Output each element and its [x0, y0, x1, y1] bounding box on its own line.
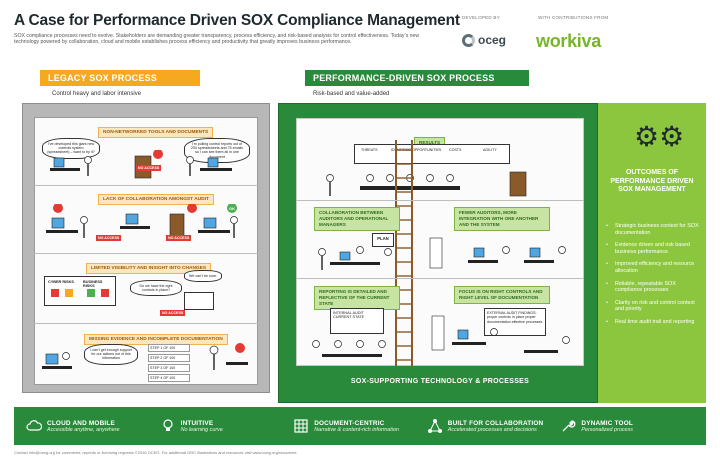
- lightbulb-icon: [162, 419, 173, 431]
- outcome-item: •Real time audit trail and reporting: [606, 318, 695, 325]
- speech-bubble: Do we have the right controls in place?: [130, 280, 182, 297]
- collab-illustration: [318, 246, 392, 270]
- document-icon: [294, 419, 308, 433]
- page-title: A Case for Performance Driven SOX Compli…: [14, 12, 460, 29]
- legacy-heading: LEGACY SOX PROCESS: [40, 70, 200, 86]
- ok-badge: OK: [229, 206, 235, 211]
- no-access-tag: NO ACCESS: [166, 235, 192, 241]
- network-icon: [427, 419, 442, 433]
- bullet-icon: •: [606, 299, 608, 306]
- contributions-label: WITH CONTRIBUTIONS FROM: [538, 15, 609, 20]
- floor-divider: [34, 185, 258, 186]
- steps-list: STEP 1 OF 100 STEP 2 OF 100 STEP 3 OF 10…: [148, 344, 190, 382]
- step-item: STEP 4 OF 100: [148, 374, 190, 382]
- perf-label-reporting: REPORTING IS DETAILED AND REFLECTIVE OF …: [314, 286, 400, 310]
- performance-subheading: Risk-based and value-added: [313, 91, 390, 97]
- floor-divider: [296, 278, 584, 279]
- ladder-illustration: [395, 140, 413, 366]
- outcome-item: •Reliable, repeatable SOX compliance pro…: [606, 280, 676, 294]
- outcome-item: •Evidence driven and risk based business…: [606, 242, 690, 255]
- bullet-icon: •: [606, 318, 608, 325]
- legacy-subheading: Control heavy and labor intensive: [52, 91, 142, 97]
- bullet-icon: •: [606, 223, 608, 229]
- gears-icon: ⚙⚙: [634, 121, 685, 152]
- results-board: THREATS IDENTIFIED OPPORTUNITIES COSTS A…: [354, 144, 510, 164]
- oceg-logo: oceg: [462, 33, 506, 47]
- workiva-logo: workiva: [536, 31, 601, 51]
- plan-board: PLAN: [372, 233, 394, 247]
- risk-whiteboard: CYBER RISKS BUSINESS RISKS: [44, 276, 116, 306]
- meeting-table-illustration: [326, 171, 527, 197]
- step-item: STEP 2 OF 100: [148, 354, 190, 362]
- footer-text: Contact info@oceg.org for comments, repr…: [14, 450, 297, 455]
- no-access-tag: NO ACCESS: [136, 165, 162, 171]
- floor-divider: [296, 200, 584, 201]
- speech-bubble: We can’t be sure.: [184, 270, 222, 283]
- floor-divider: [34, 253, 258, 254]
- perf-label-integration: FEWER AUDITORS, MORE INTEGRATION WITH ON…: [454, 207, 550, 231]
- page-subtitle: SOX compliance processes need to evolve.…: [14, 33, 420, 46]
- step-item: STEP 1 OF 100: [148, 344, 190, 352]
- worker-illustration: [209, 343, 248, 370]
- foundation-label: SOX-SUPPORTING TECHNOLOGY & PROCESSES: [350, 378, 530, 385]
- performance-heading: PERFORMANCE-DRIVEN SOX PROCESS: [305, 70, 529, 86]
- step-item: STEP 3 OF 100: [148, 364, 190, 372]
- floor-divider: [34, 323, 258, 324]
- integration-illustration: [429, 237, 566, 269]
- outcome-item: •Clarity on risk and control context and…: [606, 299, 695, 313]
- bullet-icon: •: [606, 261, 608, 268]
- worker-illustration: [42, 352, 72, 369]
- no-access-tag: NO ACCESS: [160, 310, 186, 316]
- perf-label-focus: FOCUS IS ON RIGHT CONTROLS AND RIGHT LEV…: [454, 286, 550, 304]
- outcomes-title: OUTCOMES OF PERFORMANCE DRIVEN SOX MANAG…: [610, 169, 694, 193]
- outcome-item: •Strategic business context for SOX docu…: [606, 223, 699, 236]
- developed-by-label: DEVELOPED BY: [462, 15, 500, 20]
- outcomes-panel: ⚙⚙ OUTCOMES OF PERFORMANCE DRIVEN SOX MA…: [598, 103, 706, 403]
- legacy-label-visibility: LIMITED VISIBILITY AND INSIGHT INTO CHAN…: [86, 263, 212, 274]
- current-state-board: INTERNAL AUDIT CURRENT STATE: [330, 308, 384, 334]
- chart-board: [184, 292, 214, 310]
- speech-bubble: I’ve developed this giant new controls s…: [42, 138, 100, 159]
- reporting-illustration: [312, 340, 386, 357]
- no-access-tag: NO ACCESS: [96, 235, 122, 241]
- outcome-item: •Improved efficiency and resource alloca…: [606, 261, 695, 274]
- focus-illustration: [431, 315, 570, 353]
- speech-bubble: I can’t get enough support for our actio…: [84, 344, 138, 365]
- wrench-icon: [562, 420, 576, 432]
- perf-label-collaboration: COLLABORATION BETWEEN AUDITORS AND OPERA…: [314, 207, 400, 231]
- legacy-label-tools: NON-NETWORKED TOOLS AND DOCUMENTS: [98, 127, 214, 138]
- bullet-icon: •: [606, 280, 608, 287]
- legacy-label-collaboration: LACK OF COLLABORATION AMONGST AUDIT: [98, 194, 214, 205]
- bullet-icon: •: [606, 242, 608, 249]
- cloud-icon: [26, 420, 42, 431]
- outcomes-list: •Strategic business context for SOX docu…: [606, 223, 702, 332]
- oceg-logo-icon: [462, 33, 475, 47]
- legacy-collab-illustration: [46, 204, 238, 239]
